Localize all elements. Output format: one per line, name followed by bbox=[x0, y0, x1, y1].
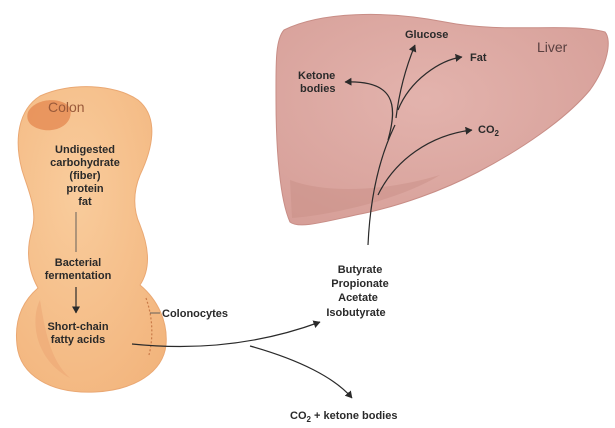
arrow-colon-to-co2-ketones bbox=[250, 346, 352, 398]
scfa-propionate: Propionate bbox=[331, 278, 388, 290]
colon-shape bbox=[16, 87, 166, 393]
colon-input-line-1: Undigested bbox=[55, 144, 115, 156]
colon-input-line-5: fat bbox=[78, 196, 92, 208]
colonocytes-label: Colonocytes bbox=[162, 308, 228, 320]
colon-label: Colon bbox=[48, 99, 85, 115]
liver-co2-text: CO bbox=[478, 124, 495, 136]
liver-label: Liver bbox=[537, 39, 568, 55]
colon-input-line-4: protein bbox=[66, 183, 104, 195]
scfa-isobutyrate: Isobutyrate bbox=[326, 307, 385, 319]
glucose-label: Glucose bbox=[405, 29, 448, 41]
scfa-butyrate: Butyrate bbox=[338, 264, 383, 276]
co2-ketone-bodies-label: CO2 + ketone bodies bbox=[290, 410, 397, 424]
fat-label: Fat bbox=[470, 52, 487, 64]
ketone-bodies-line-2: bodies bbox=[300, 83, 335, 95]
liver-co2-subscript: 2 bbox=[495, 129, 500, 138]
scfa-acetate: Acetate bbox=[338, 292, 378, 304]
fermentation-line-2: fermentation bbox=[45, 270, 112, 282]
ketone-bodies-line-1: Ketone bbox=[298, 70, 335, 82]
scfa-line-2: fatty acids bbox=[51, 334, 105, 346]
scfa-line-1: Short-chain bbox=[47, 321, 108, 333]
fermentation-line-1: Bacterial bbox=[55, 257, 101, 269]
colon-input-line-2: carbohydrate bbox=[50, 157, 120, 169]
colon-input-line-3: (fiber) bbox=[69, 170, 101, 182]
bottom-co2-text: CO bbox=[290, 410, 307, 422]
bottom-ketone-text: + ketone bodies bbox=[311, 410, 398, 422]
